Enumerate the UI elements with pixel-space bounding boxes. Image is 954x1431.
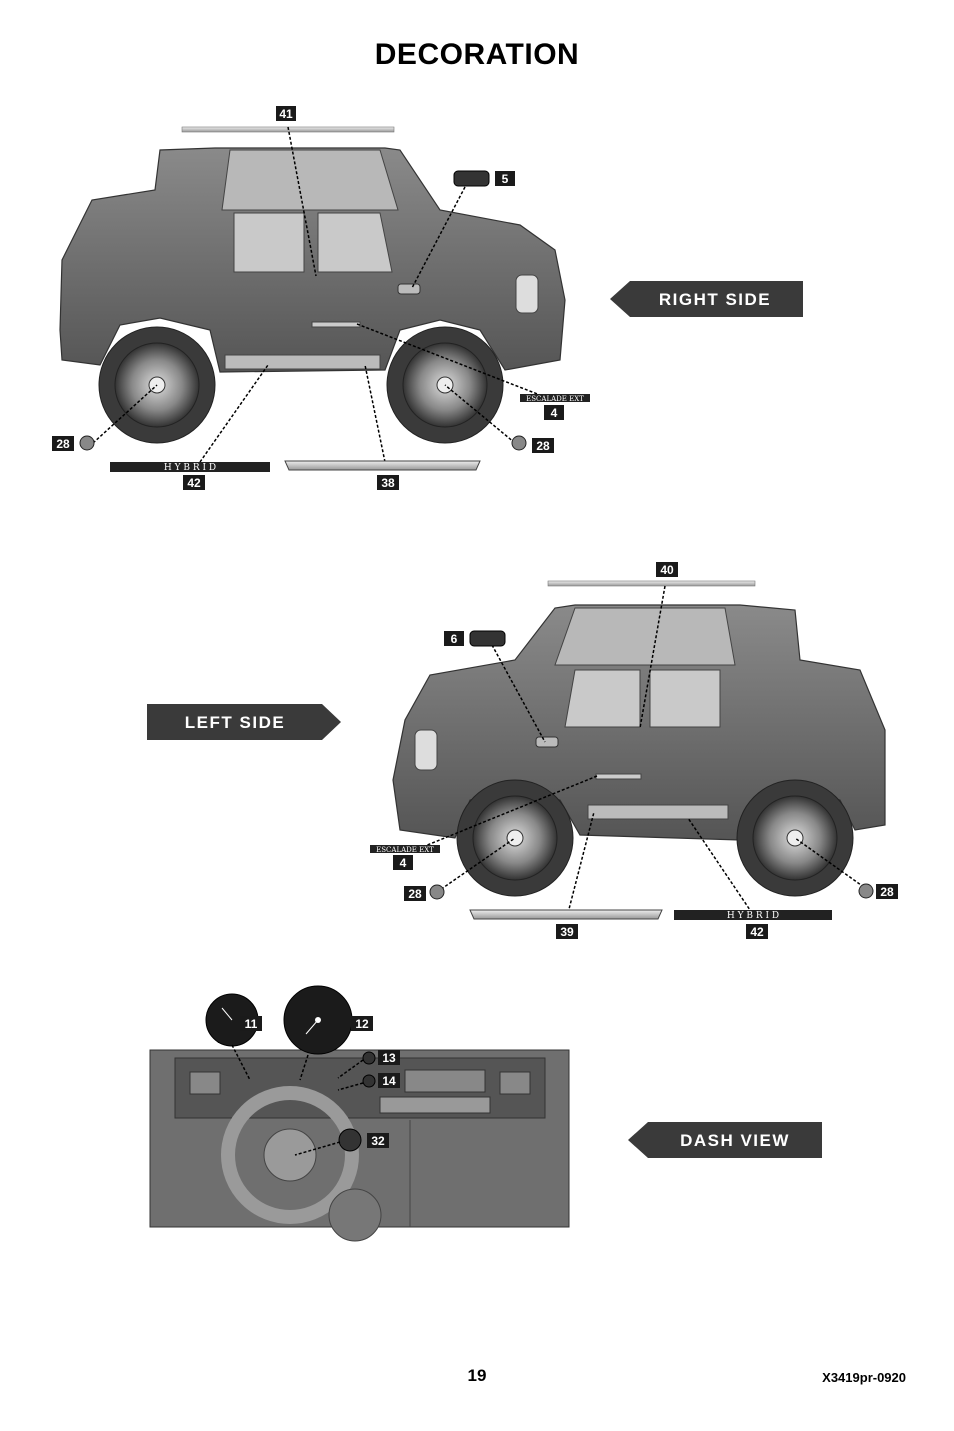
svg-text:6: 6 — [451, 632, 458, 646]
hub-cap-28-a — [79, 435, 95, 451]
decal-4-text-right: ESCALADE EXT — [526, 395, 584, 403]
tag-4-right: 4 — [544, 405, 564, 420]
tag-28-left-a: 28 — [404, 886, 426, 901]
decal-4-escalade-left — [370, 845, 440, 853]
knob-14 — [362, 1074, 376, 1088]
svg-text:39: 39 — [560, 925, 574, 939]
fender-badge-left — [535, 736, 559, 748]
svg-text:28: 28 — [408, 887, 422, 901]
left-side-vehicle: ESCALADE EXT H Y B R I D 40 6 4 28 28 39… — [370, 562, 898, 939]
svg-text:40: 40 — [660, 563, 674, 577]
tag-14: 14 — [378, 1073, 400, 1088]
decal-5-badge — [453, 170, 490, 187]
svg-text:14: 14 — [382, 1074, 396, 1088]
svg-text:42: 42 — [750, 925, 764, 939]
steering-hub — [263, 1128, 317, 1182]
svg-text:32: 32 — [371, 1134, 385, 1148]
radio-panel — [379, 1096, 491, 1114]
dash-view-label: DASH VIEW — [628, 1122, 822, 1158]
decal-6-badge — [469, 630, 506, 647]
steering-wheel — [221, 1086, 359, 1224]
knob-13 — [362, 1051, 376, 1065]
document-code: X3419pr-0920 — [822, 1370, 906, 1385]
tag-12: 12 — [351, 1016, 373, 1031]
gauge-11 — [205, 993, 259, 1047]
right-side-label-text: RIGHT SIDE — [659, 290, 771, 309]
decal-42-text-right: H Y B R I D — [164, 463, 216, 473]
tag-38: 38 — [377, 475, 399, 490]
window-left-rear — [649, 669, 721, 728]
decal-4-escalade-right — [520, 394, 590, 402]
svg-text:28: 28 — [56, 437, 70, 451]
fender-badge-right — [397, 283, 421, 295]
svg-text:12: 12 — [355, 1017, 369, 1031]
hub-cap-28-b — [511, 435, 527, 451]
tag-28-left-b: 28 — [876, 884, 898, 899]
tag-6: 6 — [444, 631, 464, 646]
tag-42-right: 42 — [183, 475, 205, 490]
tag-11: 11 — [240, 1016, 262, 1031]
hub-cap-28-d — [858, 883, 874, 899]
svg-text:13: 13 — [382, 1051, 396, 1065]
gauge-12 — [283, 985, 353, 1055]
dash-view: 11 12 13 14 32 — [149, 985, 570, 1242]
decal-strip-38 — [284, 460, 481, 471]
headlight-left — [414, 729, 438, 771]
tag-4-left: 4 — [393, 855, 413, 870]
dash-vent-center — [404, 1069, 486, 1093]
decal-strip-39 — [469, 909, 663, 920]
tag-32: 32 — [367, 1133, 389, 1148]
svg-text:28: 28 — [536, 439, 550, 453]
svg-text:4: 4 — [551, 406, 558, 420]
dash-vent-right — [499, 1071, 531, 1095]
tag-5: 5 — [495, 171, 515, 186]
tag-41: 41 — [276, 106, 296, 121]
svg-text:28: 28 — [880, 885, 894, 899]
left-side-label-text: LEFT SIDE — [185, 713, 285, 732]
windshield-left — [554, 607, 736, 666]
door-chrome-right — [311, 321, 361, 328]
wheel-left-rear — [736, 779, 854, 897]
tag-42-left: 42 — [746, 924, 768, 939]
running-board-strip-right — [224, 354, 381, 370]
window-right-front — [317, 212, 393, 273]
running-board-strip-left — [587, 804, 729, 820]
decal-42-hybrid-right — [110, 462, 270, 472]
window-right-rear — [233, 212, 305, 273]
window-left-front — [564, 669, 641, 728]
tag-13: 13 — [378, 1050, 400, 1065]
windshield-right — [221, 149, 399, 211]
svg-text:11: 11 — [245, 1017, 258, 1031]
decal-strip-40 — [547, 580, 756, 587]
tag-39: 39 — [556, 924, 578, 939]
hub-cap-28-c — [429, 884, 445, 900]
wheel-left-front — [456, 779, 574, 897]
decal-42-hybrid-left — [674, 910, 832, 920]
emblem-32 — [338, 1128, 362, 1152]
door-chrome-left — [595, 773, 642, 780]
headlight-right — [515, 274, 539, 314]
tag-28-right-a: 28 — [52, 436, 74, 451]
decal-4-text-left: ESCALADE EXT — [376, 846, 434, 854]
tag-40: 40 — [656, 562, 678, 577]
svg-text:4: 4 — [400, 856, 407, 870]
dash-vent-left — [189, 1071, 221, 1095]
page-number: 19 — [467, 1366, 487, 1385]
svg-text:38: 38 — [381, 476, 395, 490]
svg-text:41: 41 — [279, 107, 293, 121]
right-side-label: RIGHT SIDE — [610, 281, 803, 317]
svg-text:5: 5 — [502, 172, 509, 186]
page-title: DECORATION — [374, 38, 580, 71]
left-side-label: LEFT SIDE — [147, 704, 341, 740]
tag-28-right-b: 28 — [532, 438, 554, 453]
dash-view-label-text: DASH VIEW — [680, 1131, 790, 1150]
right-side-vehicle: ESCALADE EXT H Y B R I D 41 5 4 28 28 42… — [52, 106, 590, 490]
decal-42-text-left: H Y B R I D — [727, 911, 779, 921]
floor-knob — [328, 1188, 382, 1242]
svg-text:42: 42 — [187, 476, 201, 490]
